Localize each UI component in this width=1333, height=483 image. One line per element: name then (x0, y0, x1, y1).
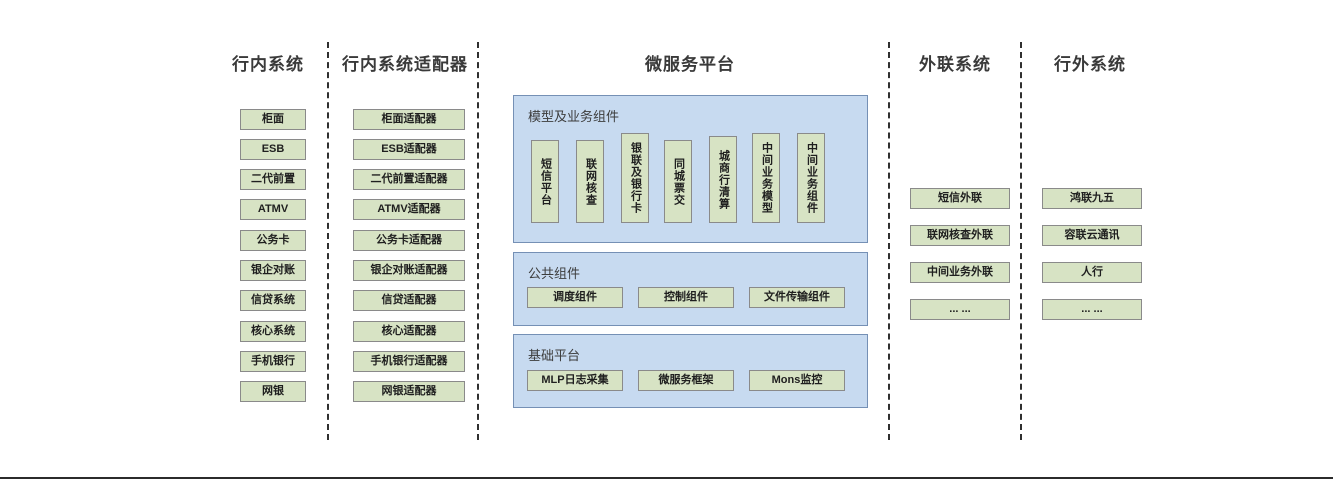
node-common-2[interactable]: 文件传输组件 (749, 287, 845, 308)
column-divider-4 (1020, 42, 1022, 440)
node-inbank-adapter-2[interactable]: 二代前置适配器 (353, 169, 465, 190)
node-inbank-adapter-0[interactable]: 柜面适配器 (353, 109, 465, 130)
node-inbank-9[interactable]: 网银 (240, 381, 306, 402)
node-external-link-2[interactable]: 中间业务外联 (910, 262, 1010, 283)
node-model-2[interactable]: 银联及银行卡 (621, 133, 649, 223)
node-model-4-label: 城商行清算 (717, 149, 730, 210)
node-outbank-1[interactable]: 容联云通讯 (1042, 225, 1142, 246)
node-inbank-0[interactable]: 柜面 (240, 109, 306, 130)
node-model-4[interactable]: 城商行清算 (709, 136, 737, 223)
node-inbank-adapter-6[interactable]: 信贷适配器 (353, 290, 465, 311)
node-outbank-3[interactable]: ... ... (1042, 299, 1142, 320)
node-common-0[interactable]: 调度组件 (527, 287, 623, 308)
node-external-link-0[interactable]: 短信外联 (910, 188, 1010, 209)
column-title-inbank: 行内系统 (232, 55, 304, 74)
node-model-3-label: 同城票交 (672, 157, 685, 206)
node-external-link-1[interactable]: 联网核查外联 (910, 225, 1010, 246)
node-inbank-adapter-9[interactable]: 网银适配器 (353, 381, 465, 402)
column-title-outbank: 行外系统 (1054, 55, 1126, 74)
node-inbank-6[interactable]: 信贷系统 (240, 290, 306, 311)
node-outbank-2[interactable]: 人行 (1042, 262, 1142, 283)
node-inbank-2[interactable]: 二代前置 (240, 169, 306, 190)
node-inbank-3[interactable]: ATMV (240, 199, 306, 220)
column-divider-1 (327, 42, 329, 440)
node-common-1[interactable]: 控制组件 (638, 287, 734, 308)
node-model-0-label: 短信平台 (539, 157, 552, 206)
node-base-1[interactable]: 微服务框架 (638, 370, 734, 391)
node-inbank-4[interactable]: 公务卡 (240, 230, 306, 251)
node-model-6-label: 中间业务组件 (805, 142, 818, 214)
node-inbank-adapter-4[interactable]: 公务卡适配器 (353, 230, 465, 251)
node-model-6[interactable]: 中间业务组件 (797, 133, 825, 223)
node-inbank-adapter-1[interactable]: ESB适配器 (353, 139, 465, 160)
panel-title-base-platform: 基础平台 (528, 348, 581, 363)
column-title-inbank-adapter: 行内系统适配器 (342, 55, 468, 74)
node-outbank-0[interactable]: 鸿联九五 (1042, 188, 1142, 209)
node-inbank-adapter-5[interactable]: 银企对账适配器 (353, 260, 465, 281)
node-inbank-adapter-8[interactable]: 手机银行适配器 (353, 351, 465, 372)
node-inbank-1[interactable]: ESB (240, 139, 306, 160)
node-model-2-label: 银联及银行卡 (629, 142, 642, 214)
node-base-2[interactable]: Mons监控 (749, 370, 845, 391)
page-bottom-rule (0, 477, 1333, 479)
node-model-5-label: 中间业务模型 (760, 142, 773, 214)
node-inbank-adapter-3[interactable]: ATMV适配器 (353, 199, 465, 220)
panel-title-model-components: 模型及业务组件 (528, 109, 620, 124)
panel-title-common-components: 公共组件 (528, 266, 581, 281)
node-model-0[interactable]: 短信平台 (531, 140, 559, 223)
node-model-1-label: 联网核查 (584, 157, 597, 206)
node-model-3[interactable]: 同城票交 (664, 140, 692, 223)
node-base-0[interactable]: MLP日志采集 (527, 370, 623, 391)
column-title-microservice: 微服务平台 (645, 55, 735, 74)
node-inbank-adapter-7[interactable]: 核心适配器 (353, 321, 465, 342)
node-inbank-5[interactable]: 银企对账 (240, 260, 306, 281)
column-divider-3 (888, 42, 890, 440)
node-inbank-8[interactable]: 手机银行 (240, 351, 306, 372)
column-title-external-link: 外联系统 (919, 55, 991, 74)
column-divider-2 (477, 42, 479, 440)
node-model-5[interactable]: 中间业务模型 (752, 133, 780, 223)
node-inbank-7[interactable]: 核心系统 (240, 321, 306, 342)
node-external-link-3[interactable]: ... ... (910, 299, 1010, 320)
node-model-1[interactable]: 联网核查 (576, 140, 604, 223)
